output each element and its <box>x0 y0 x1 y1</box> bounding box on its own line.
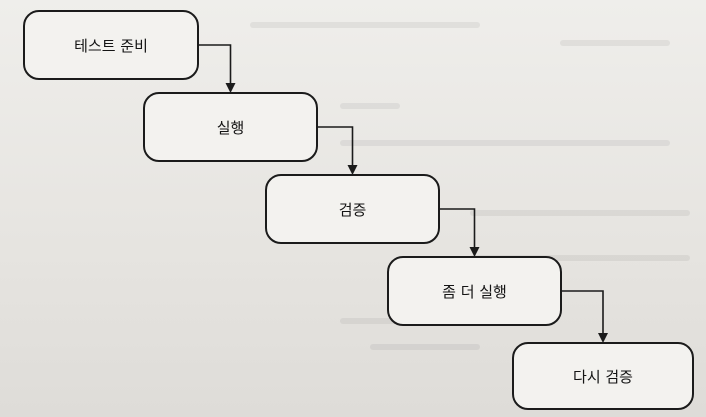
step-label: 다시 검증 <box>573 367 633 386</box>
step-label: 좀 더 실행 <box>442 282 507 301</box>
step-label: 실행 <box>216 118 245 137</box>
step-label: 테스트 준비 <box>74 36 148 55</box>
connector-arrow <box>318 126 358 175</box>
connector-arrow <box>440 208 480 257</box>
bleed-through-line <box>470 255 690 261</box>
bleed-through-line <box>340 140 670 146</box>
connector-arrow <box>562 290 608 343</box>
step-box-execute: 실행 <box>143 92 318 162</box>
bleed-through-line <box>250 22 480 28</box>
step-box-test-setup: 테스트 준비 <box>23 10 199 80</box>
bleed-through-line <box>470 210 690 216</box>
connector-layer <box>199 44 608 343</box>
step-box-verify: 검증 <box>265 174 440 244</box>
step-label: 검증 <box>338 200 367 219</box>
connector-arrow <box>199 44 236 93</box>
step-box-verify-again: 다시 검증 <box>512 342 694 410</box>
step-box-execute-more: 좀 더 실행 <box>387 256 562 326</box>
bleed-through-line <box>560 40 670 46</box>
bleed-through-line <box>370 344 480 350</box>
bleed-through-line <box>340 103 400 109</box>
